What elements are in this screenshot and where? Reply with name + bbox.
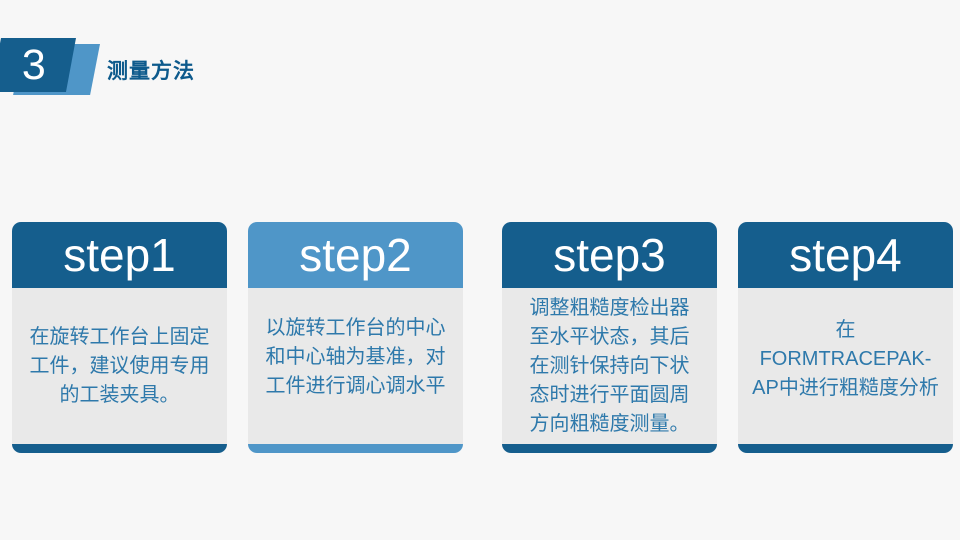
step-card-2-description: 以旋转工作台的中心 和中心轴为基准，对 工件进行调心调水平 <box>265 316 446 397</box>
step-card-1-description: 在旋转工作台上固定 工件，建议使用专用 的工装夹具。 <box>29 325 210 406</box>
step-card-2-body: 以旋转工作台的中心 和中心轴为基准，对 工件进行调心调水平 <box>248 288 463 444</box>
step-card-1-body: 在旋转工作台上固定 工件，建议使用专用 的工装夹具。 <box>12 288 227 444</box>
slide-title: 测量方法 <box>107 60 195 83</box>
step-card-4-label: step4 <box>789 229 902 281</box>
step-card-3-header: step3 <box>502 222 717 288</box>
section-number: 3 <box>21 40 46 89</box>
step-card-4-footer-bar <box>738 444 953 453</box>
badge-dark-parallelogram-shape: 3 <box>0 38 76 92</box>
step-card-2-label: step2 <box>299 229 412 281</box>
step-card-1-label: step1 <box>63 229 176 281</box>
step-card-3-footer-bar <box>502 444 717 453</box>
step-card-1-header: step1 <box>12 222 227 288</box>
step-card-4: step4 在FORMTRACEPAK- AP中进行粗糙度分析 <box>738 222 953 453</box>
step-card-1: step1 在旋转工作台上固定 工件，建议使用专用 的工装夹具。 <box>12 222 227 453</box>
step-card-4-body: 在FORMTRACEPAK- AP中进行粗糙度分析 <box>738 288 953 444</box>
step-card-1-footer-bar <box>12 444 227 453</box>
step-card-2: step2 以旋转工作台的中心 和中心轴为基准，对 工件进行调心调水平 <box>248 222 463 453</box>
step-card-3-label: step3 <box>553 229 666 281</box>
step-card-4-header: step4 <box>738 222 953 288</box>
step-card-2-footer-bar <box>248 444 463 453</box>
step-card-3-body: 调整粗糙度检出器 至水平状态，其后 在测针保持向下状 态时进行平面圆周 方向粗糙… <box>502 288 717 444</box>
step-card-3: step3 调整粗糙度检出器 至水平状态，其后 在测针保持向下状 态时进行平面圆… <box>502 222 717 453</box>
step-card-3-description: 调整粗糙度检出器 至水平状态，其后 在测针保持向下状 态时进行平面圆周 方向粗糙… <box>529 296 690 435</box>
step-card-4-description: 在FORMTRACEPAK- AP中进行粗糙度分析 <box>752 318 939 399</box>
step-card-2-header: step2 <box>248 222 463 288</box>
